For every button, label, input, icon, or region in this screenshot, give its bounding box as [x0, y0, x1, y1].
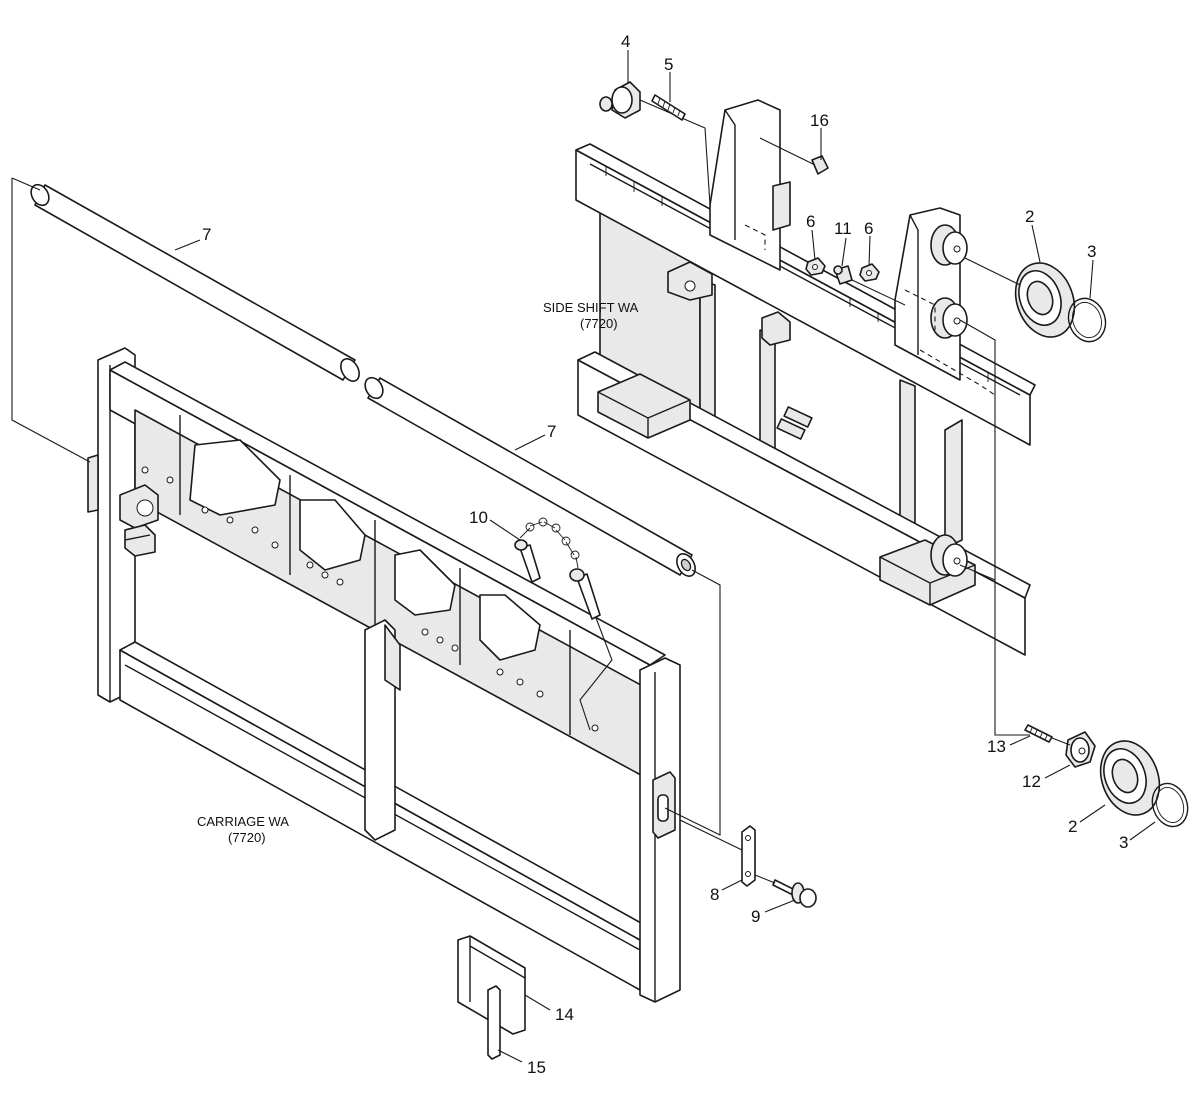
part-14-bracket [457, 935, 526, 1035]
callout-13: 13 [987, 737, 1006, 756]
shaft-lower [364, 376, 696, 577]
roller-lower [930, 534, 968, 577]
part-6-nut-b [859, 263, 880, 282]
side-shift-code: (7720) [580, 316, 618, 331]
callout-5: 5 [664, 55, 673, 74]
part-3-snap-ring-upper [1067, 297, 1107, 343]
part-15-strip [487, 985, 501, 1060]
callout-12: 12 [1022, 772, 1041, 791]
callout-3-lower: 3 [1119, 833, 1128, 852]
callout-16: 16 [810, 111, 829, 130]
callout-2-lower: 2 [1068, 817, 1077, 836]
callout-4: 4 [621, 32, 630, 51]
roller-upper [930, 224, 968, 266]
part-16-set-screw [759, 137, 829, 175]
callout-11: 11 [834, 219, 852, 238]
callout-10: 10 [469, 508, 488, 527]
part-2-bearing-upper [964, 257, 1076, 338]
carriage-code: (7720) [228, 830, 266, 845]
roller-middle [930, 297, 968, 339]
side-shift-assembly: SIDE SHIFT WA (7720) [543, 99, 1036, 656]
part-12-collar [1051, 731, 1096, 768]
part-10-chain-pins [514, 517, 613, 731]
carriage-label: CARRIAGE WA [197, 814, 289, 829]
callout-6-b: 6 [864, 219, 873, 238]
part-2-bearing-lower [1099, 740, 1161, 816]
callout-6-a: 6 [806, 212, 815, 231]
callout-leaders [174, 50, 1156, 1063]
callout-8: 8 [710, 885, 719, 904]
callout-2-upper: 2 [1025, 207, 1034, 226]
part-4-roller-stud [599, 81, 711, 206]
carriage-assembly: CARRIAGE WA (7720) [87, 347, 681, 1003]
carriage-holes [141, 466, 599, 732]
part-5-bolt [651, 94, 686, 121]
callout-3-upper: 3 [1087, 242, 1096, 261]
callout-9: 9 [751, 907, 760, 926]
callout-numbers: 4 5 16 2 3 6 11 6 7 7 10 13 12 2 3 8 9 1… [202, 32, 1128, 1077]
part-8-plate [679, 819, 756, 887]
part-9-bolt [754, 874, 817, 908]
side-shift-label: SIDE SHIFT WA [543, 300, 639, 315]
part-13-pin [1024, 724, 1053, 743]
part-11-grease-fitting [833, 265, 906, 306]
part-3-snap-ring-lower [1151, 782, 1189, 828]
part-6-nut-a [805, 257, 826, 276]
shaft-upper [30, 183, 360, 382]
callout-7-upper: 7 [202, 225, 211, 244]
callout-7-lower: 7 [547, 422, 556, 441]
callout-15: 15 [527, 1058, 546, 1077]
callout-14: 14 [555, 1005, 574, 1024]
